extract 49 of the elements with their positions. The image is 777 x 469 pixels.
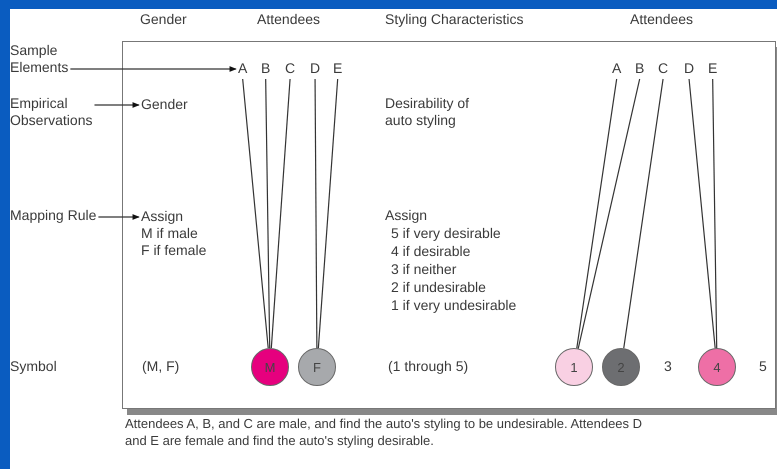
letter-label: D — [310, 60, 320, 77]
column-header: Attendees — [257, 11, 320, 28]
symbol-range-text: (M, F) — [142, 358, 180, 375]
connector-line — [270, 78, 291, 348]
connector-line — [576, 78, 618, 348]
letter-label: C — [658, 60, 668, 77]
symbol-circle: M — [251, 348, 289, 386]
connector-line — [314, 79, 318, 348]
letter-label: B — [261, 60, 270, 77]
column-header: Attendees — [630, 11, 694, 28]
letter-label: D — [684, 60, 694, 77]
letter-label: A — [612, 60, 622, 77]
mapping-rule-text: 4 if desirable — [391, 243, 470, 260]
arrow — [94, 102, 140, 108]
connector-line — [688, 78, 716, 348]
mapping-rule-text: 5 if very desirable — [391, 225, 501, 242]
arrow — [98, 214, 140, 220]
symbol-circle: 4 — [698, 348, 736, 386]
letter-label: A — [238, 60, 248, 77]
scale-value: 3 — [664, 358, 672, 375]
mapping-rule-text: Assign M if male F if female — [141, 208, 206, 259]
connector-line — [265, 79, 270, 348]
caption: Attendees A, B, and C are male, and find the auto's styling to be undesirable. Attendees D and E are female and find the auto's styling desirable. — [125, 415, 644, 449]
scale-value: 5 — [759, 358, 767, 375]
row-label: Mapping Rule — [10, 207, 96, 224]
symbol-range-text: (1 through 5) — [388, 358, 468, 375]
column-header: Gender — [140, 11, 187, 28]
mapping-rule-text: 3 if neither — [391, 261, 456, 278]
observation-text: Desirability of auto styling — [385, 95, 470, 129]
row-label: Sample Elements — [10, 42, 68, 76]
observation-text: Gender — [141, 96, 188, 113]
column-header: Styling Characteristics — [385, 11, 524, 28]
row-label: Empirical Observations — [10, 95, 92, 129]
symbol-circle: 1 — [555, 348, 593, 386]
connector-line — [712, 79, 718, 348]
symbol-circle: F — [298, 348, 336, 386]
letter-label: E — [708, 60, 718, 77]
connector-line — [578, 78, 640, 349]
mapping-rule-text: 2 if undesirable — [391, 279, 486, 296]
letter-label: B — [635, 60, 644, 77]
connector-line — [242, 78, 269, 348]
row-label: Symbol — [10, 358, 57, 375]
letter-label: E — [333, 60, 342, 77]
connector-line — [318, 78, 338, 348]
connector-line — [623, 78, 664, 348]
mapping-rule-text: Assign — [385, 207, 428, 224]
mapping-rule-text: 1 if very undesirable — [391, 297, 516, 314]
letter-label: C — [285, 60, 296, 77]
arrow — [70, 66, 237, 72]
